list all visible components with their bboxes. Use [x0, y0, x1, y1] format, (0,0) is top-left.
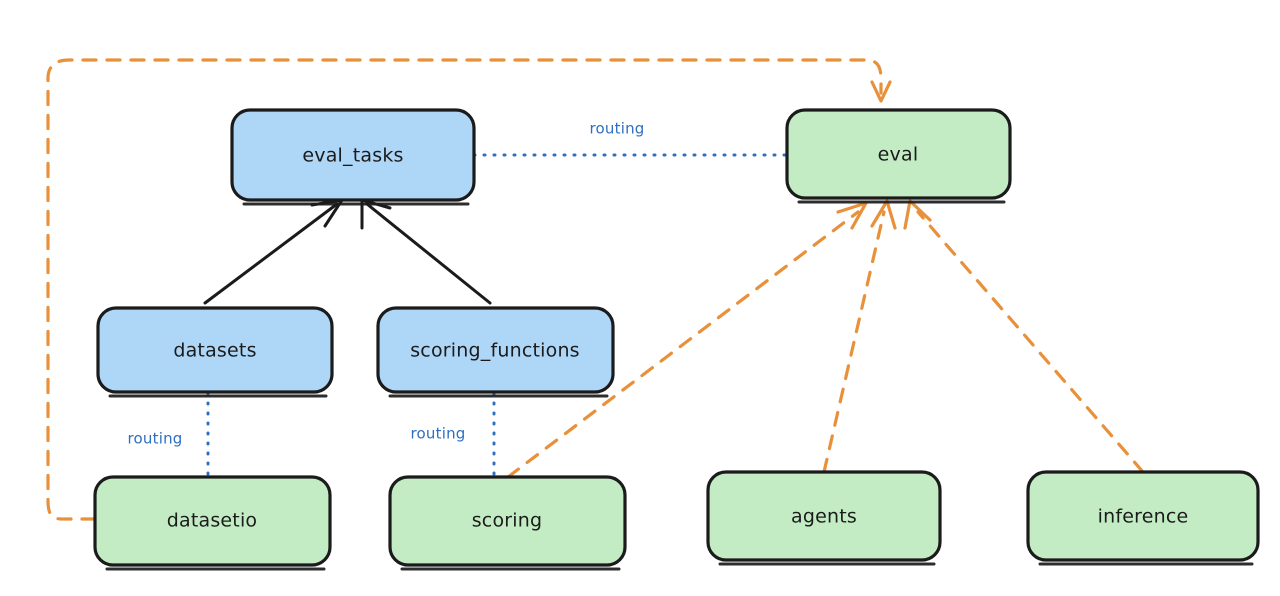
node-label-datasets: datasets — [173, 340, 256, 362]
node-label-eval: eval — [878, 144, 919, 166]
node-eval-tasks[interactable]: eval_tasks — [230, 108, 476, 206]
node-eval[interactable]: eval — [785, 108, 1012, 204]
node-inference[interactable]: inference — [1026, 470, 1260, 566]
node-label-scoring-functions: scoring_functions — [410, 340, 580, 362]
node-scoring[interactable]: scoring — [388, 475, 627, 571]
node-label-datasetio: datasetio — [167, 510, 258, 532]
node-label-eval-tasks: eval_tasks — [302, 145, 403, 167]
edge-label-routing-eval-tasks: routing — [590, 120, 645, 138]
edge-datasetio-eval — [46, 58, 892, 521]
node-scoring-functions[interactable]: scoring_functions — [376, 306, 615, 398]
node-label-agents: agents — [791, 506, 857, 528]
node-label-scoring: scoring — [472, 510, 543, 532]
edge-label-routing-datasets: routing — [128, 430, 183, 448]
node-agents[interactable]: agents — [706, 470, 942, 566]
edge-label-routing-scoring-functions: routing — [411, 425, 466, 443]
node-label-inference: inference — [1098, 506, 1189, 528]
node-datasetio[interactable]: datasetio — [93, 475, 332, 571]
node-datasets[interactable]: datasets — [96, 306, 334, 398]
